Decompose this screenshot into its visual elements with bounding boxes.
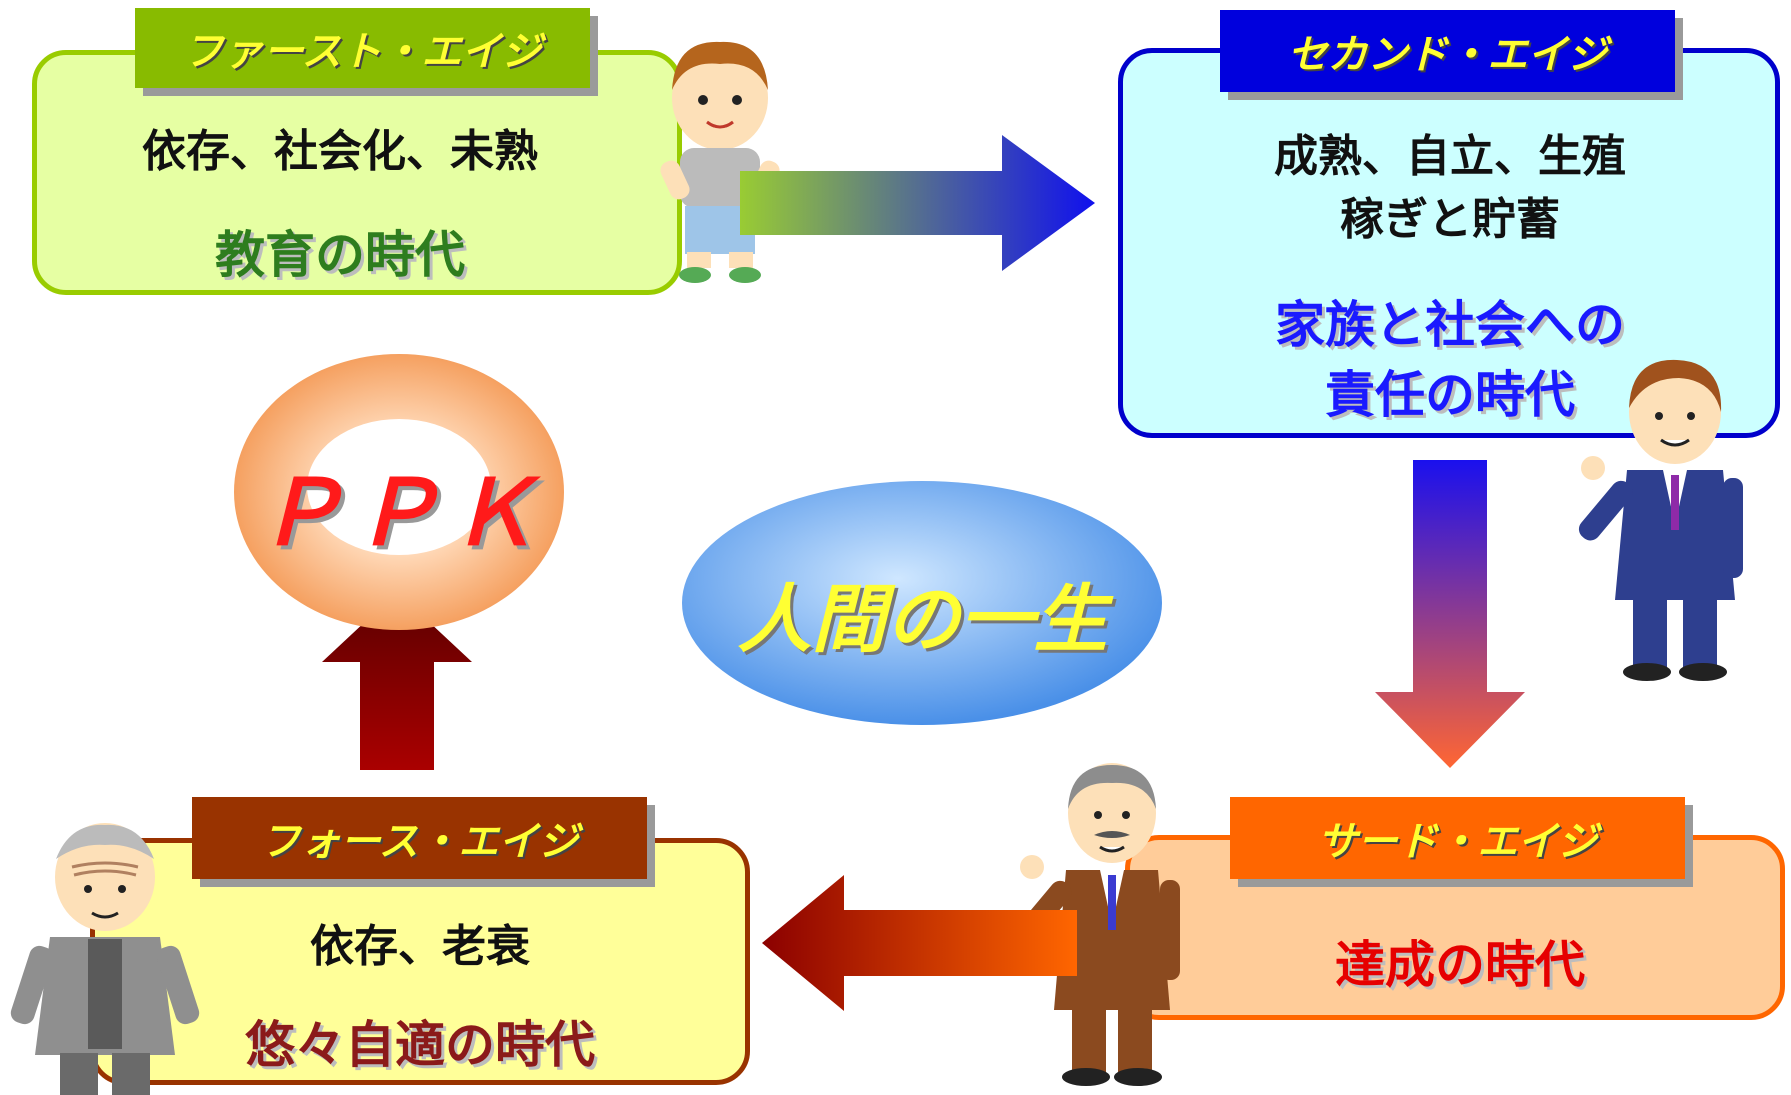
center-ellipse: [682, 481, 1162, 725]
fourth-age-tag: フォース・エイジ: [192, 797, 647, 879]
ppk-label: ＰＰＫ: [255, 461, 544, 566]
first-age-traits: 依存、社会化、未熟: [142, 126, 538, 177]
third-age-tag: サード・エイジ: [1230, 797, 1685, 879]
third-age-era: 達成の時代: [1335, 936, 1585, 994]
arrow-first-to-second: [740, 135, 1095, 271]
first-age-era: 教育の時代: [215, 226, 465, 284]
ppk-ring: [234, 354, 564, 630]
center-title: 人間の一生: [737, 577, 1108, 663]
arrow-third-to-fourth: [762, 875, 1077, 1011]
second-age-era-2: 責任の時代: [1325, 366, 1575, 424]
second-age-tag: セカンド・エイジ: [1220, 10, 1675, 92]
second-age-traits-1: 成熟、自立、生殖: [1274, 131, 1626, 182]
fourth-age-era: 悠々自適の時代: [245, 1016, 595, 1074]
second-age-era-1: 家族と社会への: [1275, 296, 1625, 354]
elderly-man-figure: [10, 823, 200, 1095]
arrow-second-to-third: [1375, 460, 1525, 768]
fourth-age-traits: 依存、老衰: [310, 921, 530, 972]
middle-aged-man-figure: [1017, 763, 1180, 1086]
arrow-fourth-to-ppk: [322, 592, 472, 770]
second-age-traits-2: 稼ぎと貯蓄: [1340, 194, 1560, 245]
young-man-figure: [1578, 359, 1743, 681]
first-age-tag: ファースト・エイジ: [135, 8, 590, 88]
